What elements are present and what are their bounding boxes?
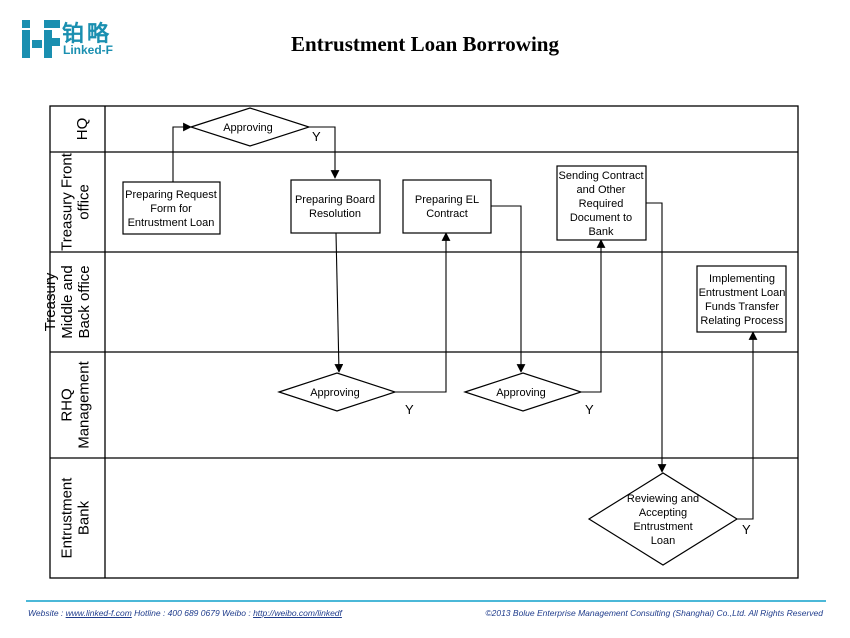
yes-label-hq: Y	[312, 129, 321, 144]
node-rhq-approving-2-diamond	[463, 372, 583, 412]
logo-text-en: Linked-F	[63, 43, 113, 57]
node-rhq-approving-2: Approving	[496, 387, 546, 399]
text-line: Bank	[588, 226, 614, 238]
footer-divider	[26, 600, 826, 602]
node-preparing-request-box	[122, 181, 221, 235]
connectors	[172, 122, 758, 520]
lane-label-rhq: RHQManagement	[59, 360, 93, 448]
lane-label-treasury-middle-back: TreasuryMiddle andBack office	[42, 265, 93, 338]
footer-hotline: Hotline : 400 689 0679 Weibo :	[131, 608, 254, 618]
logo-mark-icon	[22, 20, 60, 58]
text-line: Document to	[570, 212, 632, 224]
text-line: Bank	[76, 500, 93, 535]
arrow-rhq-approving-1-to-el	[395, 232, 451, 393]
text-line: and Other	[577, 184, 626, 196]
text-line: Resolution	[309, 208, 361, 220]
text-line: Back office	[76, 265, 93, 338]
node-rhq-approving-1: Approving	[310, 387, 360, 399]
text-line: Preparing EL	[415, 194, 479, 206]
footer-weibo-link[interactable]: http://weibo.com/linkedf	[253, 608, 342, 618]
text-line: Loan	[651, 535, 675, 547]
node-sending-contract-box	[556, 165, 647, 241]
node-reviewing-diamond	[587, 472, 739, 566]
text-line: Treasury Front	[59, 152, 76, 251]
company-logo: 铂略 Linked-F	[22, 16, 142, 60]
text-line: Approving	[223, 122, 273, 134]
text-line: Entrustment Loan	[128, 217, 215, 229]
text-line: Required	[579, 198, 624, 210]
text-line: Management	[76, 360, 93, 448]
text-line: Funds Transfer	[705, 301, 779, 313]
footer-website-label: Website :	[28, 608, 66, 618]
yes-label-rhq-2: Y	[585, 402, 594, 417]
arrow-rhq-approving-2-to-sending	[581, 239, 606, 393]
text-line: Accepting	[639, 507, 687, 519]
node-hq-approving-diamond	[189, 107, 311, 147]
text-line: office	[76, 184, 93, 220]
arrow-hq-approving-to-board	[309, 126, 340, 179]
node-rhq-approving-1-diamond	[277, 372, 397, 412]
text-line: HQ	[74, 118, 91, 141]
footer-copyright: ©2013 Bolue Enterprise Management Consul…	[485, 608, 823, 618]
text-line: Entrustment	[59, 477, 76, 559]
text-line: Treasury	[42, 272, 59, 331]
text-line: Sending Contract	[559, 170, 644, 182]
text-line: Approving	[496, 387, 546, 399]
text-line: Contract	[426, 208, 468, 220]
node-preparing-el-box	[402, 179, 492, 234]
yes-label-rhq-1: Y	[405, 402, 414, 417]
arrow-el-to-rhq-approving-2	[491, 205, 526, 373]
page-title: Entrustment Loan Borrowing	[291, 32, 559, 56]
text-line: RHQ	[59, 388, 76, 421]
lane-label-hq: HQ	[74, 118, 91, 141]
text-line: Preparing Board	[295, 194, 375, 206]
text-line: Approving	[310, 387, 360, 399]
text-line: Middle and	[59, 265, 76, 338]
yes-label-bank: Y	[742, 522, 751, 537]
text-line: Implementing	[709, 273, 775, 285]
node-preparing-board-box	[290, 179, 381, 234]
lane-label-treasury-front: Treasury Frontoffice	[59, 152, 93, 251]
arrow-board-to-rhq-approving-1	[334, 232, 344, 373]
footer-website-link[interactable]: www.linked-f.com	[65, 608, 132, 618]
lane-grid	[49, 105, 799, 579]
footer-contact: Website : www.linked-f.com Hotline : 400…	[28, 608, 342, 618]
arrow-sending-to-reviewing	[646, 202, 667, 473]
node-preparing-el: Preparing EL Contract	[415, 194, 479, 220]
text-line: Relating Process	[700, 315, 784, 327]
text-line: Reviewing and	[627, 493, 699, 505]
arrow-reviewing-to-implementing	[737, 331, 758, 520]
node-hq-approving: Approving	[223, 122, 273, 134]
text-line: Preparing Request	[125, 189, 217, 201]
text-line: Form for	[150, 203, 192, 215]
node-implementing-box	[696, 265, 787, 333]
logo-text-cn: 铂略	[62, 22, 113, 47]
lane-label-bank: EntrustmentBank	[59, 477, 93, 559]
text-line: Entrustment Loan	[699, 287, 786, 299]
text-line: Entrustment	[633, 521, 692, 533]
arrow-request-to-hq-approving	[172, 122, 192, 182]
